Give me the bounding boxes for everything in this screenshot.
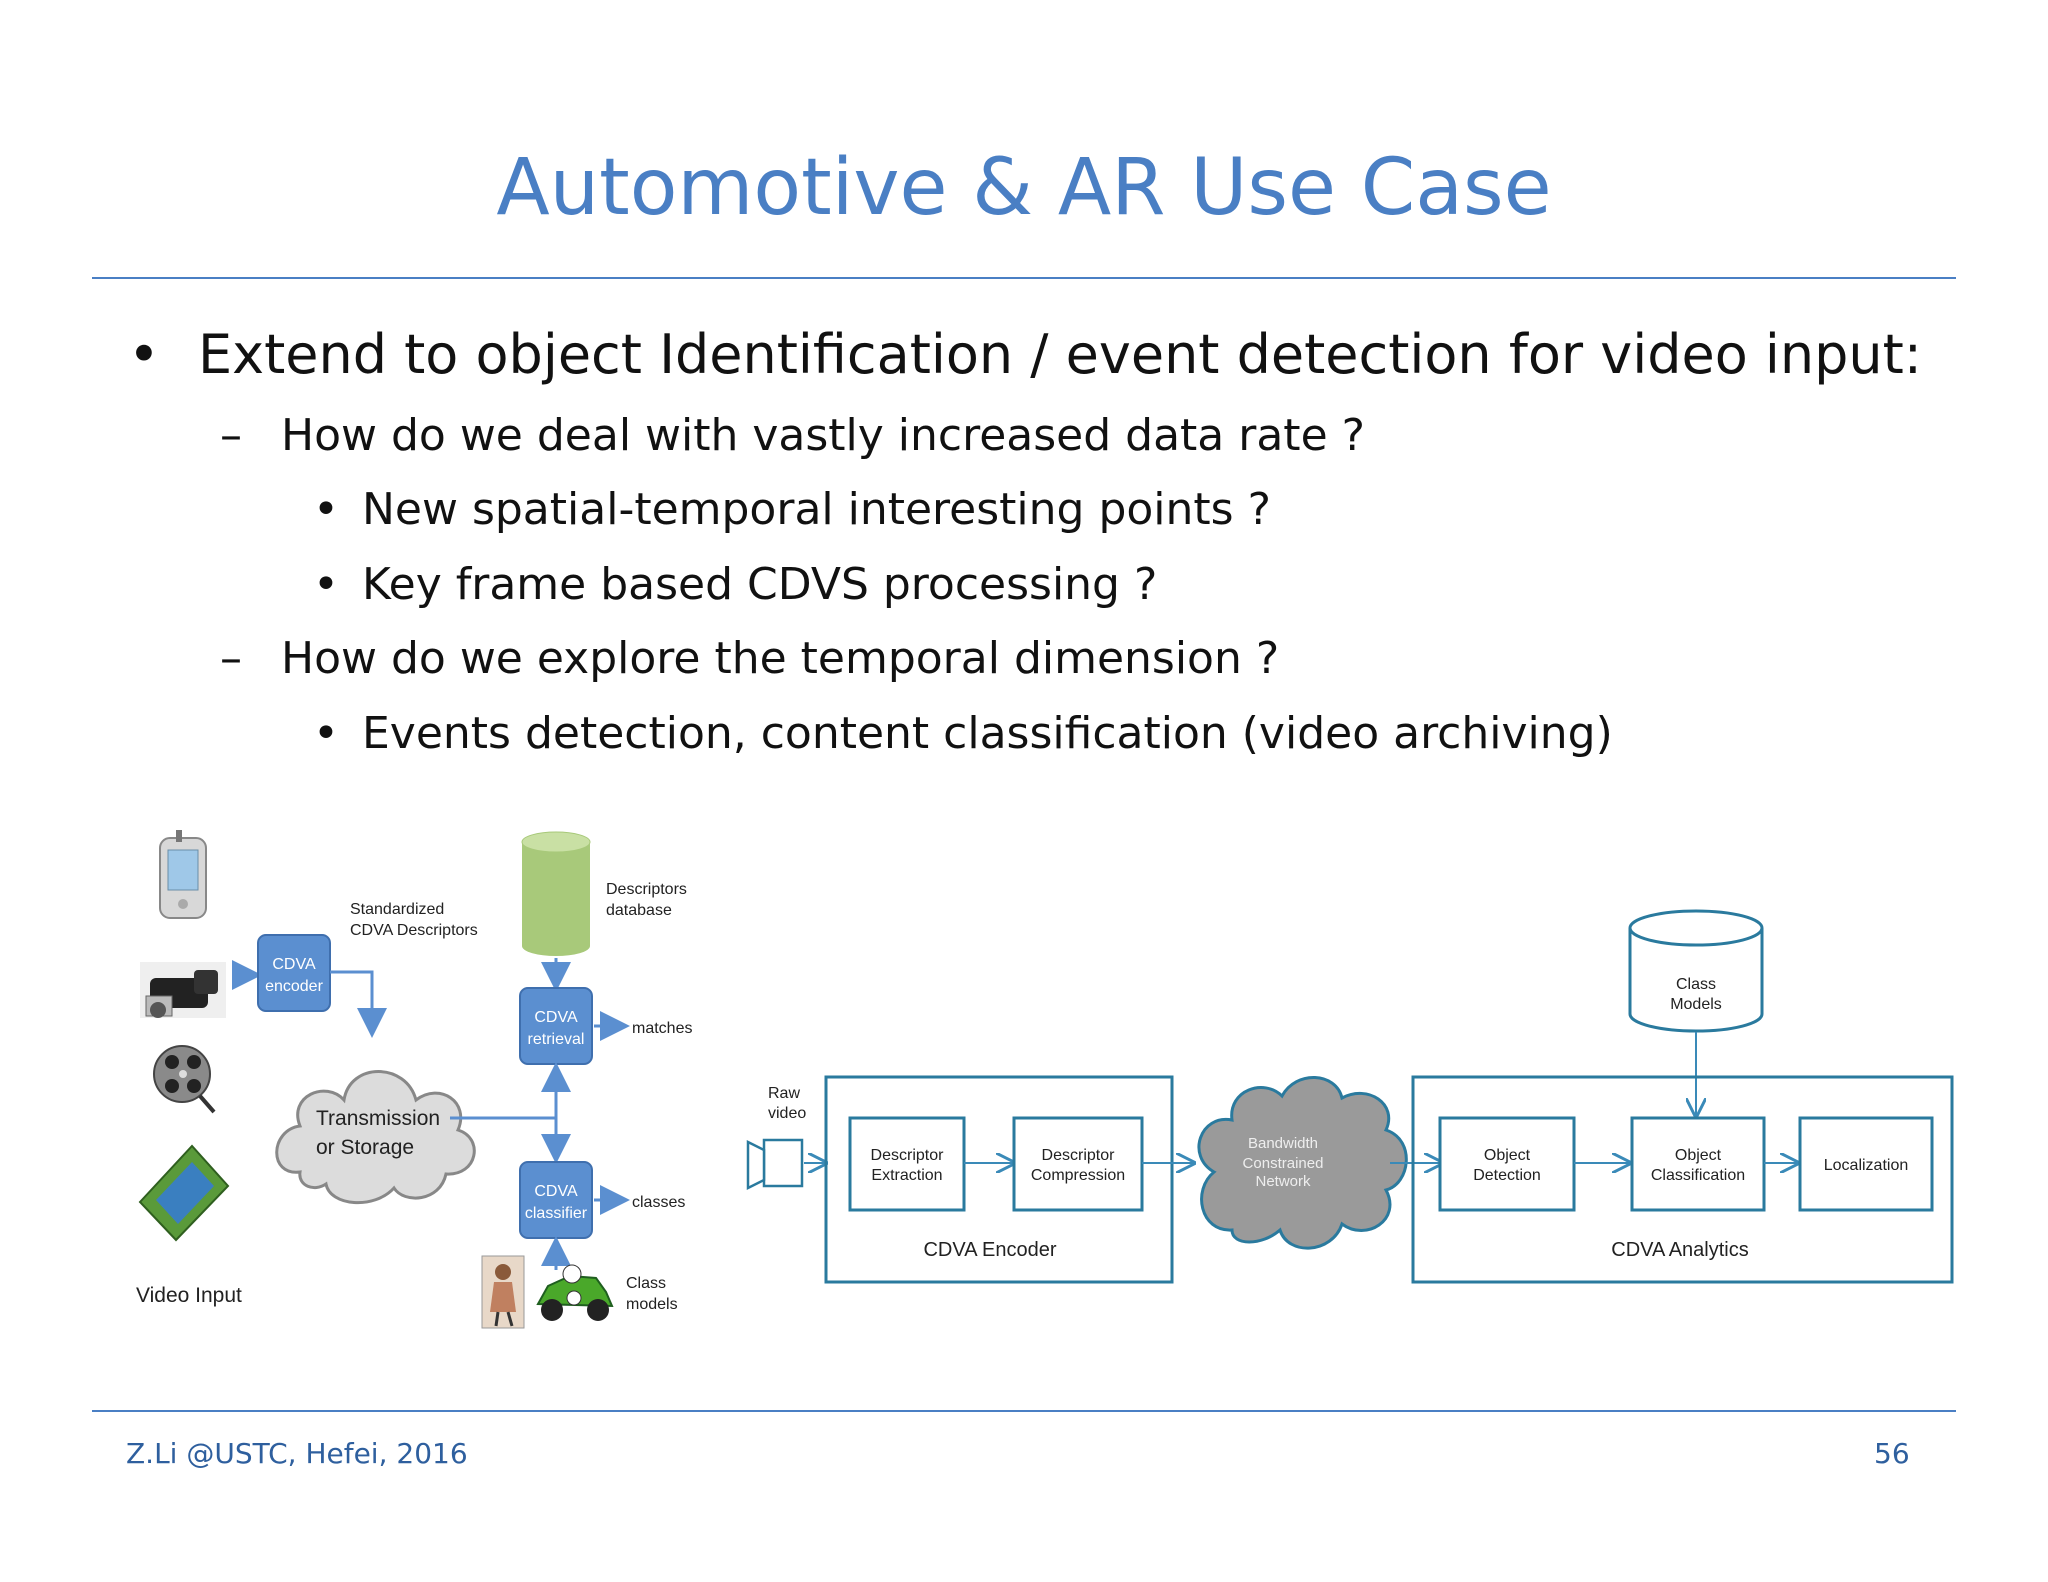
class-models-label: Models	[1670, 996, 1722, 1013]
descriptor-compression-box	[1012, 1116, 1144, 1212]
cloud-label: Transmission	[316, 1107, 440, 1130]
phone-icon	[159, 830, 207, 919]
footer-divider	[92, 1410, 1956, 1412]
car-icon	[536, 1264, 614, 1321]
bullet-text: How do we explore the temporal dimension…	[281, 633, 1280, 684]
object-detection-label: Object	[1484, 1147, 1531, 1164]
bullet-text: Events detection, content classification…	[362, 708, 1613, 759]
descriptor-compression-label: Descriptor	[1042, 1147, 1116, 1164]
localization-box	[1798, 1116, 1934, 1212]
raw-video-label: video	[768, 1105, 806, 1122]
camcorder-icon	[140, 962, 226, 1018]
bullet-marker: –	[220, 410, 242, 461]
bullet-marker: •	[313, 708, 339, 759]
matches-label: matches	[632, 1020, 692, 1037]
transmission-cloud	[275, 1070, 476, 1204]
bullet-text: How do we deal with vastly increased dat…	[281, 410, 1365, 461]
network-label: Network	[1255, 1173, 1311, 1190]
class-models-label: models	[626, 1296, 678, 1313]
network-label: Constrained	[1243, 1155, 1324, 1172]
bullet-marker: •	[313, 559, 339, 610]
classes-label: classes	[632, 1194, 685, 1211]
class-models-label: Class	[626, 1275, 666, 1292]
cdva-architecture-diagram: Raw video Descriptor Extraction Descript…	[746, 909, 1954, 1284]
footer-author: Z.Li @USTC, Hefei, 2016	[126, 1437, 468, 1470]
class-models-database	[1628, 909, 1764, 1033]
bullet-marker: –	[220, 633, 242, 684]
standardized-descriptors-label: Standardized	[350, 901, 444, 918]
analytics-group-label: CDVA Analytics	[1611, 1239, 1748, 1261]
cdva-encoder-group	[824, 1075, 1174, 1284]
title-divider	[92, 277, 1956, 279]
bullet-text: New spatial-temporal interesting points …	[362, 484, 1271, 535]
film-reel-icon	[153, 1045, 216, 1114]
raw-video-label: Raw	[768, 1085, 800, 1102]
cdva-retrieval-box	[519, 987, 593, 1065]
descriptor-extraction-box	[848, 1116, 966, 1212]
object-classification-box	[1630, 1116, 1766, 1212]
descriptor-extraction-label: Extraction	[871, 1167, 942, 1184]
encoder-group-label: CDVA Encoder	[923, 1239, 1056, 1261]
person-photo-icon	[481, 1255, 525, 1329]
descriptor-compression-label: Compression	[1031, 1167, 1125, 1184]
bullet-text: Key frame based CDVS processing ?	[362, 559, 1158, 610]
page-number: 56	[1874, 1437, 1910, 1470]
classifier-label: classifier	[525, 1205, 588, 1222]
object-classification-label: Object	[1675, 1147, 1722, 1164]
bullet-text: Extend to object Identification / event …	[198, 323, 1922, 386]
descriptors-database	[521, 831, 591, 956]
video-input-label: Video Input	[136, 1284, 242, 1307]
retrieval-label: CDVA	[534, 1009, 578, 1026]
object-detection-label: Detection	[1473, 1167, 1541, 1184]
network-label: Bandwidth	[1248, 1135, 1318, 1152]
descriptors-database-label: database	[606, 902, 672, 919]
encoder-label: encoder	[265, 978, 323, 995]
cdva-pipeline-figure: Video Input CDVA encoder Standardized CD…	[136, 830, 692, 1329]
localization-label: Localization	[1824, 1157, 1909, 1174]
bullet-marker: •	[313, 484, 339, 535]
class-models-label: Class	[1676, 976, 1716, 993]
video-camera-icon	[746, 1138, 804, 1191]
cdva-encoder-box	[257, 934, 331, 1012]
image-sensor-icon	[138, 1144, 230, 1242]
object-classification-label: Classification	[1651, 1167, 1745, 1184]
descriptors-database-label: Descriptors	[606, 881, 687, 898]
network-cloud	[1197, 1076, 1408, 1250]
standardized-descriptors-label: CDVA Descriptors	[350, 922, 478, 939]
retrieval-label: retrieval	[528, 1031, 585, 1048]
descriptor-extraction-label: Descriptor	[871, 1147, 945, 1164]
bullet-marker: •	[128, 323, 160, 386]
cdva-analytics-group	[1411, 1075, 1954, 1284]
encoder-label: CDVA	[272, 956, 316, 973]
classifier-label: CDVA	[534, 1183, 578, 1200]
object-detection-box	[1438, 1116, 1576, 1212]
cloud-label: or Storage	[316, 1136, 414, 1159]
cdva-classifier-box	[519, 1161, 593, 1239]
slide-title: Automotive & AR Use Case	[496, 143, 1552, 233]
